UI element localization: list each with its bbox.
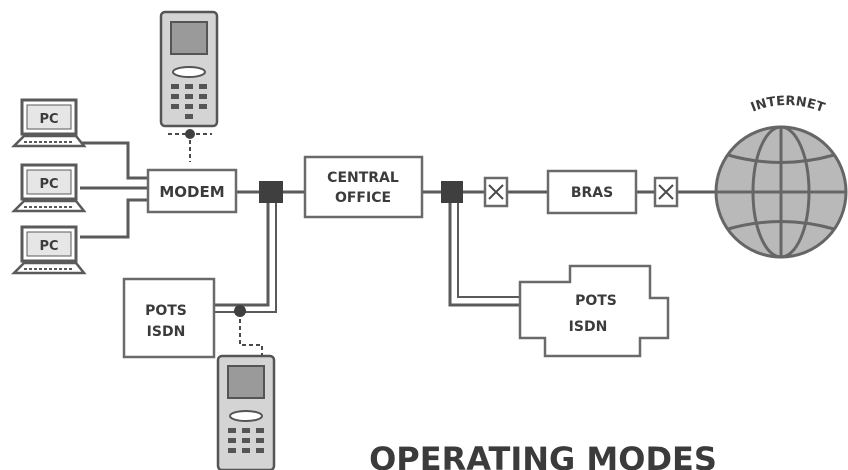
filter-1 — [483, 176, 509, 208]
top-phone-junction — [185, 129, 195, 139]
pots-isdn-right-cloud — [518, 264, 670, 358]
central-office-label-line2: OFFICE — [335, 190, 391, 206]
phone-bottom — [216, 354, 276, 470]
bras-box — [546, 169, 638, 215]
internet-label-path: INTERNET — [749, 94, 827, 116]
bottom-phone-junction — [234, 305, 246, 317]
pc1-modem-link — [80, 141, 148, 180]
pc-3-label: PC — [39, 239, 58, 254]
pots-isdn-left-box — [122, 277, 216, 359]
bras-label: BRAS — [571, 185, 613, 201]
pc-2-label: PC — [39, 177, 58, 192]
splitter-right — [441, 181, 463, 203]
central-office-box — [303, 155, 424, 219]
internet-globe-icon — [714, 125, 848, 259]
modem-box — [146, 168, 238, 214]
pc-2 — [10, 163, 87, 213]
central-office-label-line1: CENTRAL — [327, 170, 399, 186]
pots-right-label-line1: POTS — [575, 293, 617, 309]
diagram-title: OPERATING MODES — [369, 440, 717, 470]
modem-label: MODEM — [159, 183, 224, 201]
pc-3 — [10, 225, 87, 275]
splitter-pots-left-link — [214, 203, 270, 307]
pots-right-label-line2: ISDN — [569, 319, 608, 335]
pots-left-label-line2: ISDN — [147, 324, 186, 340]
bottom-phone-link — [239, 312, 263, 356]
phone-top — [159, 10, 219, 128]
connection-lines — [80, 141, 718, 313]
pc3-modem-link — [80, 198, 148, 239]
internet-label: INTERNET — [749, 94, 827, 116]
pots-left-label-line1: POTS — [145, 303, 187, 319]
splitter-pots-right-link — [448, 203, 520, 307]
filter-2 — [653, 176, 679, 208]
pc-1-label: PC — [39, 112, 58, 127]
splitter-pots-right-link-2 — [457, 203, 520, 298]
splitter-left — [259, 181, 283, 203]
pc-1 — [10, 98, 87, 148]
